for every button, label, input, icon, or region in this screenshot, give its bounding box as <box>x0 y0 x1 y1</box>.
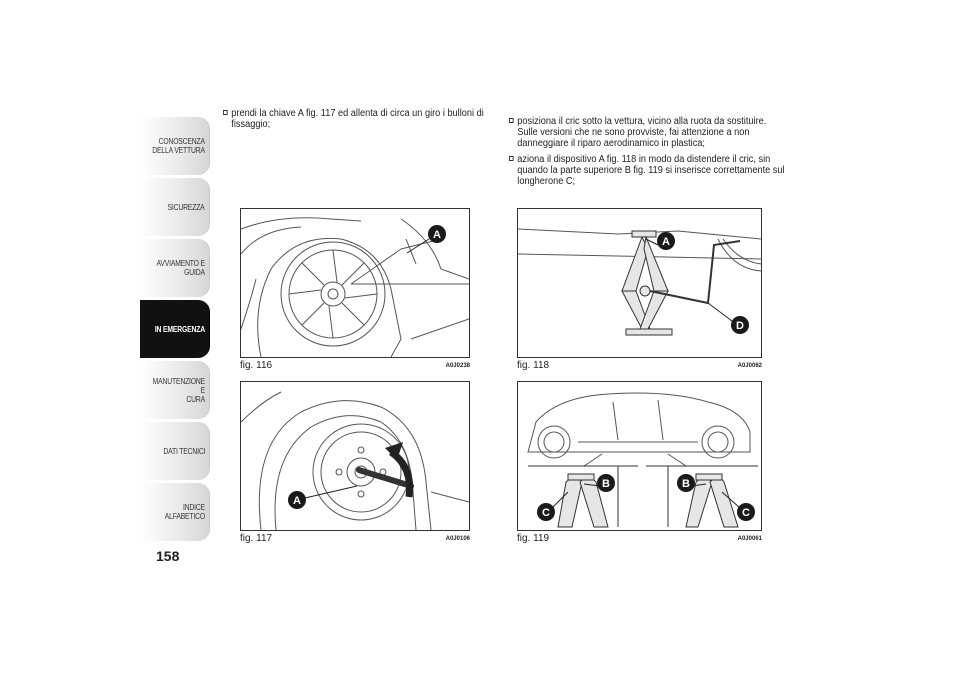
label-a: A <box>293 495 301 507</box>
label-a: A <box>662 236 670 248</box>
marker-c-right: C <box>721 491 755 521</box>
figure-118-illustration: A D <box>517 208 762 358</box>
bullet-item: aziona il dispositivo A fig. 118 in modo… <box>509 154 786 187</box>
bullet-item: prendi la chiave A fig. 117 ed allenta d… <box>223 108 492 130</box>
wheel-bolt-loosening-illustration: A <box>241 391 469 530</box>
figure-number: fig. 119 <box>517 533 550 544</box>
tab-conoscenza-della-vettura[interactable]: CONOSCENZA DELLA VETTURA <box>140 117 210 175</box>
tab-label: AVVIAMENTO E GUIDA <box>156 259 206 277</box>
figure-number: fig. 116 <box>240 360 273 371</box>
right-text-column: posiziona il cric sotto la vettura, vici… <box>509 116 785 192</box>
tab-label: IN EMERGENZA <box>154 324 205 334</box>
marker-a: A <box>406 225 446 254</box>
bullet-text: prendi la chiave A fig. 117 ed allenta d… <box>231 108 484 130</box>
tab-label: DATI TECNICI <box>163 446 205 456</box>
bullet-text: aziona il dispositivo A fig. 118 in modo… <box>517 154 785 187</box>
marker-a: A <box>288 485 358 509</box>
figure-118: A D fig. 118 A0J0062 <box>517 208 762 374</box>
marker-b-left: B <box>583 474 615 492</box>
tab-manutenzione-e-cura[interactable]: MANUTENZIONE E CURA <box>140 361 210 419</box>
checkbox-bullet-icon <box>223 110 228 115</box>
label-c: C <box>542 507 550 519</box>
label-c: C <box>742 507 750 519</box>
label-b: B <box>602 478 610 490</box>
bullet-item: posiziona il cric sotto la vettura, vici… <box>509 116 786 149</box>
rotation-arrow-icon <box>385 442 403 460</box>
tab-label: SICUREZZA <box>167 202 205 212</box>
jack-points-illustration: B B C C <box>527 392 758 528</box>
figure-number: fig. 117 <box>240 533 273 544</box>
left-text-column: prendi la chiave A fig. 117 ed allenta d… <box>223 108 485 135</box>
figure-caption: fig. 117 A0J0106 <box>240 533 470 547</box>
tab-label: MANUTENZIONE E CURA <box>152 376 206 404</box>
tab-label: CONOSCENZA DELLA VETTURA <box>152 137 205 155</box>
checkbox-bullet-icon <box>509 118 514 123</box>
label-a: A <box>433 229 441 241</box>
figure-caption: fig. 119 A0J0061 <box>517 533 762 547</box>
figure-caption: fig. 116 A0J0238 <box>240 360 470 374</box>
tab-avviamento-e-guida[interactable]: AVVIAMENTO E GUIDA <box>140 239 210 297</box>
figure-code: A0J0238 <box>445 363 470 369</box>
figure-119: B B C C fig. 119 A0J0061 <box>517 381 762 547</box>
marker-c-left: C <box>537 491 569 521</box>
tab-in-emergenza[interactable]: IN EMERGENZA <box>140 300 210 358</box>
figure-number: fig. 118 <box>517 360 550 371</box>
chapter-tabs: CONOSCENZA DELLA VETTURA SICUREZZA AVVIA… <box>140 117 210 544</box>
figure-117-illustration: A <box>240 381 470 531</box>
label-d: D <box>736 320 744 332</box>
figure-caption: fig. 118 A0J0062 <box>517 360 762 374</box>
figure-code: A0J0062 <box>737 363 762 369</box>
checkbox-bullet-icon <box>509 156 514 161</box>
tab-indice-alfabetico[interactable]: INDICE ALFABETICO <box>140 483 210 541</box>
figure-116: A fig. 116 A0J0238 <box>240 208 470 374</box>
label-b: B <box>682 478 690 490</box>
marker-a: A <box>645 232 675 250</box>
figure-code: A0J0106 <box>445 536 470 542</box>
figure-code: A0J0061 <box>737 536 762 542</box>
figure-116-illustration: A <box>240 208 470 358</box>
tab-sicurezza[interactable]: SICUREZZA <box>140 178 210 236</box>
marker-d: D <box>707 302 749 334</box>
tab-dati-tecnici[interactable]: DATI TECNICI <box>140 422 210 480</box>
jack-crank-illustration: A D <box>518 228 761 336</box>
marker-b-right: B <box>677 474 707 492</box>
page-number: 158 <box>156 548 180 564</box>
wheel-cover-removal-illustration: A <box>241 217 469 357</box>
bullet-text: posiziona il cric sotto la vettura, vici… <box>517 116 767 149</box>
tab-label: INDICE ALFABETICO <box>164 503 205 521</box>
figure-119-illustration: B B C C <box>517 381 762 531</box>
figure-117: A fig. 117 A0J0106 <box>240 381 470 547</box>
